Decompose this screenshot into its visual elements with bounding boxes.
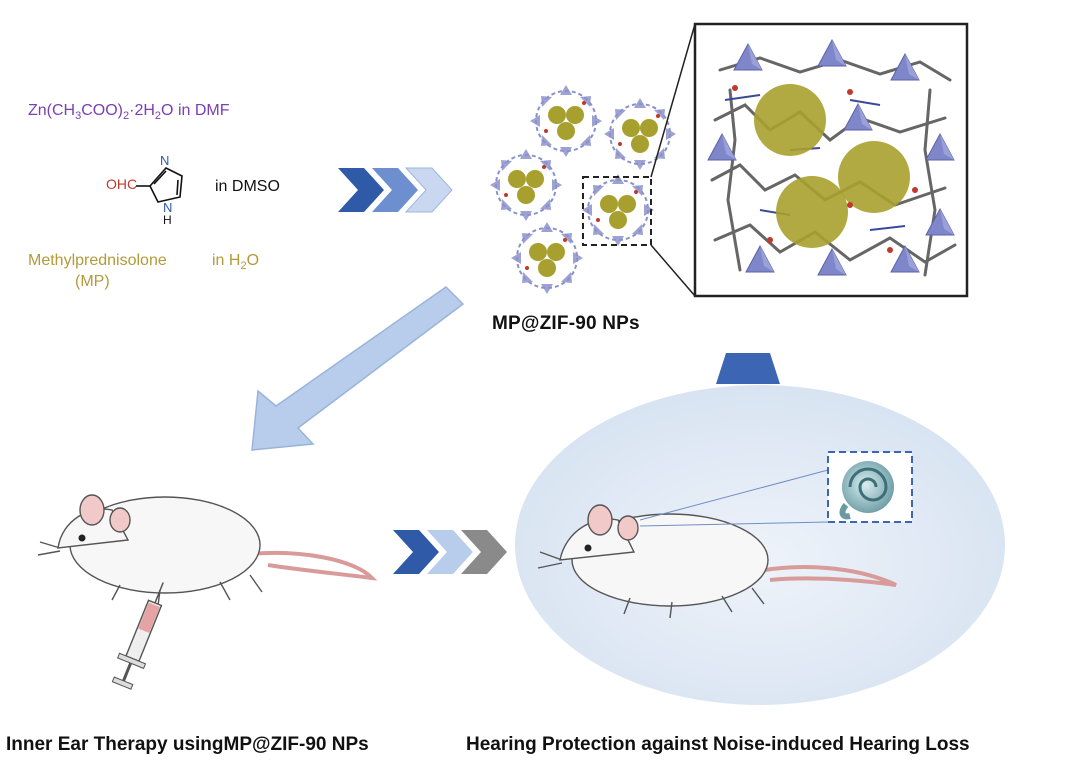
cochlea-zoom — [827, 451, 913, 523]
imidazole-ohc-label: OHC — [106, 176, 138, 192]
syringe-icon — [111, 582, 164, 690]
drug-solvent-label: in H2O — [212, 252, 260, 273]
zoom-selection-box — [582, 176, 652, 246]
mouse-right — [537, 504, 897, 619]
imidazole-structure — [136, 167, 183, 203]
dmso-solvent-label: in DMSO — [215, 178, 280, 195]
caption-left: Inner Ear Therapy usingMP@ZIF-90 NPs — [6, 734, 369, 755]
nanoparticles-label: MP@ZIF-90 NPs — [492, 313, 640, 334]
drug-abbrev-label: (MP) — [75, 273, 110, 290]
chevron-arrows-top — [338, 167, 453, 213]
diagonal-arrow — [251, 286, 465, 451]
chevron-arrows-bottom — [393, 530, 507, 574]
zinc-reagent-label: Zn(CH3COO)2·2H2O in DMF — [28, 102, 230, 123]
caption-right: Hearing Protection against Noise-induced… — [466, 734, 970, 755]
imidazole-n-bottom: N — [163, 200, 173, 215]
drug-name-label: Methylprednisolone — [28, 252, 167, 269]
imidazole-h: H — [163, 213, 172, 227]
imidazole-n-top: N — [160, 153, 170, 168]
mouse-left — [37, 494, 378, 607]
zif-framework-zoom — [693, 22, 969, 298]
nanoparticle-cluster — [489, 84, 677, 295]
